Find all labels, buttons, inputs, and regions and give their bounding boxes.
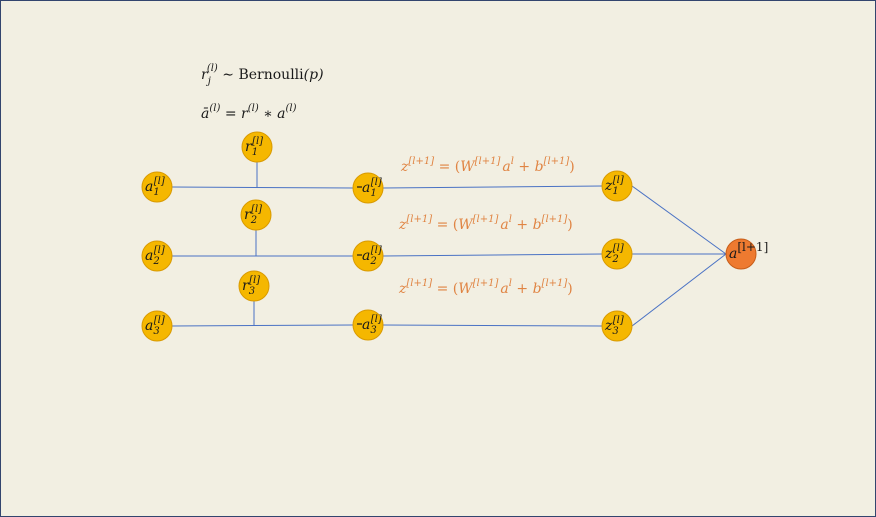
z-node-2-circle (601, 238, 633, 270)
z-node-3: z3[l] (601, 310, 633, 342)
mask-node-r2: r2[l] (240, 199, 272, 231)
z-node-3-label: z3[l] (604, 315, 624, 337)
input-node-a3-circle (141, 310, 173, 342)
dropout-node-a1-label: a1[l] (362, 177, 382, 199)
edge-dropped-1 (382, 185, 603, 189)
edge-dropped-3 (382, 324, 603, 327)
dropout-equation: ā(l) = r(l) ∗ a(l) (201, 103, 297, 122)
z-node-3-circle (601, 310, 633, 342)
dropout-node-a2-label: a2[l] (362, 245, 382, 267)
connection-lines (171, 162, 727, 327)
z-node-2: z2[l] (601, 238, 633, 270)
edge-z-1 (631, 185, 727, 255)
z-node-2-label: z2[l] (604, 243, 624, 265)
equations: rj(l) ∼ Bernoulli(p) ā(l) = r(l) ∗ a(l) z[… (201, 63, 575, 297)
z-node-1: z1[l] (601, 170, 633, 202)
z-node-1-circle (601, 170, 633, 202)
edge-dropped-2 (382, 253, 603, 257)
output-node: a[l+1] (725, 238, 768, 270)
z-node-1-label: z1[l] (604, 175, 624, 197)
mask-node-r1: r1[l] (241, 131, 273, 163)
mask-node-r2-circle (240, 199, 272, 231)
edge-input-3 (171, 324, 354, 327)
input-node-a1-circle (141, 171, 173, 203)
mask-node-r2-label: r2[l] (244, 204, 262, 226)
mask-node-r3-label: r3[l] (242, 275, 260, 297)
mask-node-r1-label: r1[l] (245, 136, 263, 158)
input-node-a2: a2[l] (141, 240, 173, 272)
output-node-label: a[l+1] (729, 240, 768, 262)
dropout-node-a1: a1[l] (352, 172, 384, 204)
output-node-circle (725, 238, 757, 270)
z-equation-2: z[l+1] = (W[l+1]al + b[l+1]) (398, 214, 573, 233)
input-node-a2-label: a2[l] (145, 245, 165, 267)
dropout-node-a3-circle (352, 309, 384, 341)
dropout-node-a3-label: a3[l] (362, 314, 382, 336)
input-node-a3-label: a3[l] (145, 315, 165, 337)
mask-node-r3-circle (238, 270, 270, 302)
input-node-a1-label: a1[l] (145, 176, 165, 198)
dropout-node-a2: a2[l] (352, 240, 384, 272)
edge-input-1 (171, 186, 354, 189)
input-node-a3: a3[l] (141, 310, 173, 342)
z-equation-3: z[l+1] = (W[l+1]al + b[l+1]) (398, 278, 573, 297)
input-node-a1: a1[l] (141, 171, 173, 203)
edge-z-3 (631, 253, 727, 327)
mask-node-r1-circle (241, 131, 273, 163)
dropout-node-a3: a3[l] (352, 309, 384, 341)
nodes: a1[l] r1[l] a1[l] z1[l] a2[l] r2[l] a2[l] z2[l]… (141, 131, 768, 342)
z-equation-1: z[l+1] = (W[l+1]al + b[l+1]) (400, 156, 575, 175)
dropout-node-a2-circle (352, 240, 384, 272)
dropout-node-a1-circle (352, 172, 384, 204)
input-node-a2-circle (141, 240, 173, 272)
bernoulli-equation: rj(l) ∼ Bernoulli(p) (201, 63, 324, 87)
mask-node-r3: r3[l] (238, 270, 270, 302)
